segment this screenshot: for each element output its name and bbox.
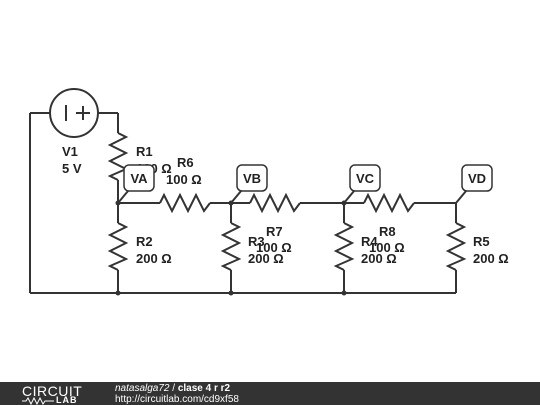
r2-name-label: R2 [136, 234, 153, 249]
probe-vd[interactable]: VD [455, 164, 493, 204]
r7-name-label: R7 [266, 224, 283, 239]
resistor-r8[interactable] [363, 192, 415, 214]
r5-name-label: R5 [473, 234, 490, 249]
circuit-schematic: V1 5 V R1 100 Ω R2 200 Ω R3 200 Ω R4 200… [29, 88, 509, 296]
wires [29, 112, 457, 294]
probe-vc-label: VC [356, 171, 375, 186]
resistor-r5[interactable] [445, 222, 467, 271]
r7-value-label: 100 Ω [256, 240, 292, 255]
probe-va-label: VA [130, 171, 148, 186]
probe-vd-label: VD [468, 171, 486, 186]
logo-text-circuit: CIRCUIT [22, 383, 83, 399]
footer-title-line: natasalga72 / clase 4 r r2 [115, 383, 230, 394]
probe-vb-label: VB [243, 171, 261, 186]
r6-name-label: R6 [177, 155, 194, 170]
probe-vc[interactable]: VC [343, 164, 381, 204]
r4-value-label: 200 Ω [361, 251, 397, 266]
circuit-url-link[interactable]: http://circuitlab.com/cd9xf58 [115, 394, 239, 405]
r5-value-label: 200 Ω [473, 251, 509, 266]
footer-bar: CIRCUIT LAB natasalga72 / clase 4 r r2 h… [0, 382, 540, 405]
probe-vb[interactable]: VB [230, 164, 268, 204]
r1-name-label: R1 [136, 144, 153, 159]
title-separator: / [169, 383, 178, 394]
circuit-title[interactable]: clase 4 r r2 [177, 383, 231, 394]
logo-wave-icon [22, 397, 54, 405]
resistor-r6[interactable] [159, 192, 211, 214]
resistor-r2[interactable] [107, 222, 129, 271]
resistor-r1[interactable] [107, 132, 129, 181]
resistor-r3[interactable] [220, 222, 242, 271]
r3-name-label: R3 [248, 234, 265, 249]
circuitlab-logo[interactable]: CIRCUIT LAB [22, 383, 92, 405]
r6-value-label: 100 Ω [166, 172, 202, 187]
r8-name-label: R8 [379, 224, 396, 239]
resistor-r7[interactable] [249, 192, 301, 214]
r3-value-label: 200 Ω [248, 251, 284, 266]
author-link[interactable]: natasalga72 [115, 383, 170, 394]
logo-text-lab: LAB [56, 395, 78, 405]
probe-va[interactable]: VA [117, 164, 155, 204]
v1-value-label: 5 V [62, 161, 82, 176]
r2-value-label: 200 Ω [136, 251, 172, 266]
voltage-source-v1[interactable] [49, 88, 99, 138]
v1-name-label: V1 [62, 144, 78, 159]
r8-value-label: 100 Ω [369, 240, 405, 255]
r4-name-label: R4 [361, 234, 378, 249]
resistor-r4[interactable] [333, 222, 355, 271]
